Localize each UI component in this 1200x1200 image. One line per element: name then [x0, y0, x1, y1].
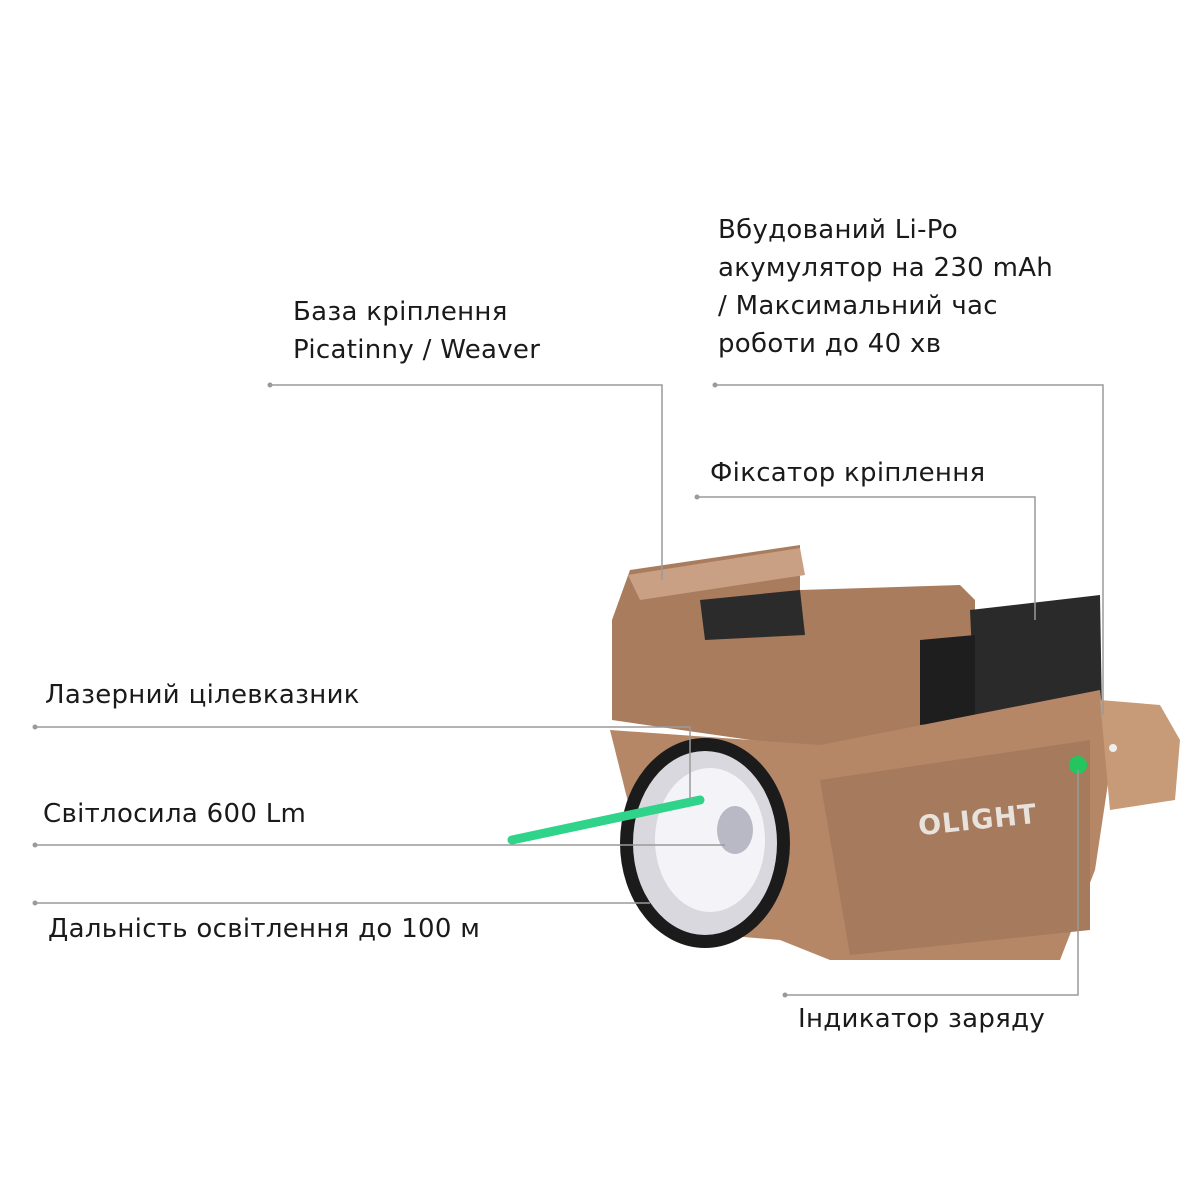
- label-charge-indicator: Індикатор заряду: [798, 1004, 1046, 1034]
- label-laser: Лазерний цілевказник: [45, 680, 360, 710]
- label-output: Світлосила 600 Lm: [43, 799, 307, 829]
- label-battery: Вбудований Li-Po акумулятор на 230 mAh /…: [718, 215, 1054, 359]
- label-mount-base: База кріплення Picatinny / Weaver: [293, 297, 541, 365]
- charge-indicator-led: [1069, 756, 1087, 774]
- laser-beam: [507, 795, 705, 845]
- leader-lines: [35, 384, 1104, 996]
- mount-lock-lever: [970, 595, 1102, 720]
- label-mount-lock: Фіксатор кріплення: [710, 458, 986, 488]
- label-range: Дальність освітлення до 100 м: [48, 914, 481, 944]
- flashlight-illustration: [32, 382, 1180, 998]
